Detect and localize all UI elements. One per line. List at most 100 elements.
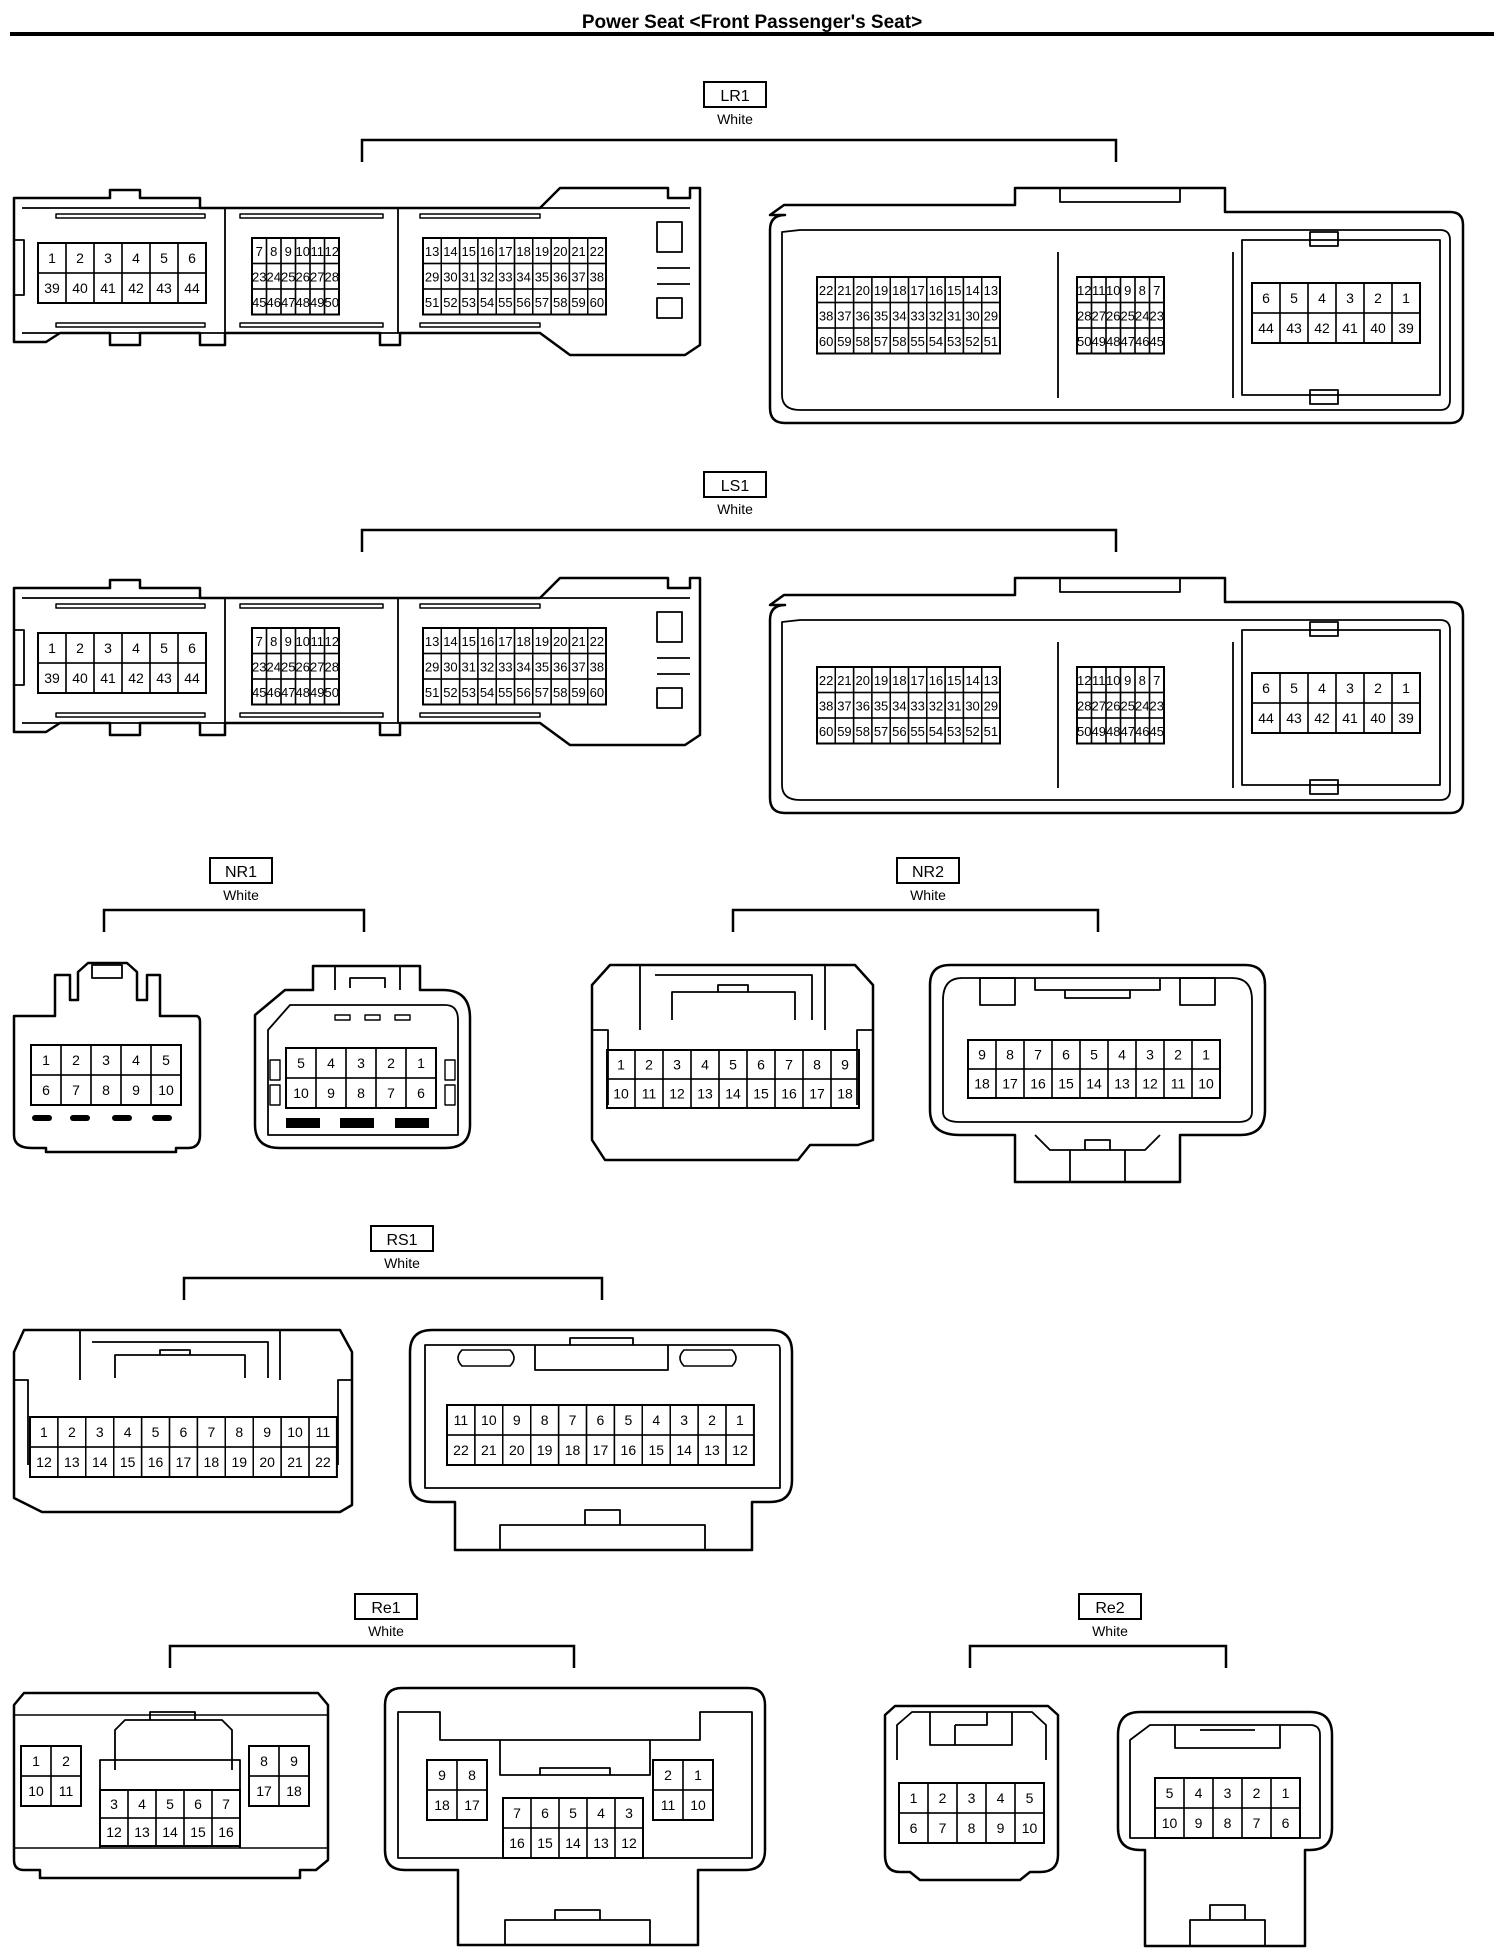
pin-number: 51 <box>425 295 439 310</box>
top-latch <box>896 1711 1047 1760</box>
pin-number: 32 <box>480 659 494 674</box>
connector-housing <box>12 1328 354 1514</box>
pin-number: 60 <box>590 685 604 700</box>
pin-number: 8 <box>260 1753 268 1769</box>
pin-number: 16 <box>480 634 494 649</box>
pin-number: 8 <box>270 634 277 649</box>
pin-number: 39 <box>44 670 60 686</box>
connector-color: White <box>1092 1623 1128 1639</box>
pin-number: 1 <box>1402 290 1410 306</box>
pin-number: 7 <box>72 1082 80 1098</box>
pin-cell <box>177 662 207 694</box>
pin-number: 48 <box>1106 724 1120 739</box>
pin-number: 46 <box>267 685 281 700</box>
connector-id: Re2 <box>1095 1600 1124 1617</box>
pin-number: 13 <box>697 1086 713 1102</box>
pin-number: 9 <box>1124 283 1131 298</box>
pin-number: 15 <box>947 283 961 298</box>
pin-number: 8 <box>468 1767 476 1783</box>
pin-number: 14 <box>443 244 457 259</box>
pin-number: 10 <box>287 1424 303 1440</box>
pin-number: 38 <box>819 698 833 713</box>
pin-number: 1 <box>32 1753 40 1769</box>
pin-number: 35 <box>874 308 888 323</box>
pin-number: 11 <box>316 1424 331 1440</box>
pin-number: 3 <box>1346 680 1354 696</box>
pin-number: 32 <box>480 269 494 284</box>
pin-number: 4 <box>138 1796 146 1812</box>
connector-id-box <box>370 1225 434 1252</box>
pin-number: 5 <box>152 1424 160 1440</box>
pin-number: 3 <box>357 1055 365 1071</box>
pin-number: 37 <box>837 698 851 713</box>
pin-number: 47 <box>1121 334 1135 349</box>
pin-number: 49 <box>1092 334 1106 349</box>
pin-number: 18 <box>516 244 530 259</box>
key-slot <box>70 1115 90 1121</box>
pin-number: 4 <box>124 1424 132 1440</box>
pin-number: 5 <box>160 640 168 656</box>
pin-number: 43 <box>1286 320 1302 336</box>
pin-number: 59 <box>837 724 851 739</box>
connector-id: LS1 <box>721 478 750 495</box>
pin-number: 28 <box>325 269 339 284</box>
pin-number: 9 <box>438 1767 446 1783</box>
pin-number: 10 <box>1198 1076 1214 1092</box>
pin-number: 8 <box>102 1082 110 1098</box>
connector-housing <box>590 963 875 1162</box>
housing-inner-line <box>942 977 1253 1123</box>
connector-housing <box>383 1686 767 1947</box>
pin-number: 19 <box>535 634 549 649</box>
pin-number: 11 <box>1171 1076 1186 1092</box>
pin-number: 6 <box>1282 1815 1290 1831</box>
pin-number: 19 <box>874 673 888 688</box>
pin-cell <box>830 1078 860 1109</box>
pin-number: 11 <box>311 634 325 649</box>
pin-number: 39 <box>1398 710 1414 726</box>
pin-number: 48 <box>296 685 310 700</box>
pin-number: 20 <box>856 673 870 688</box>
pin-number: 3 <box>96 1424 104 1440</box>
pin-number: 26 <box>1106 698 1120 713</box>
locking-lugs <box>1241 231 1441 405</box>
pin-number: 41 <box>100 670 116 686</box>
pin-number: 20 <box>509 1442 525 1458</box>
pin-number: 45 <box>1150 334 1164 349</box>
pin-number: 6 <box>188 640 196 656</box>
pin-number: 21 <box>481 1442 497 1458</box>
pin-number: 8 <box>968 1820 976 1836</box>
pin-number: 53 <box>947 334 961 349</box>
pin-number: 52 <box>443 295 457 310</box>
pin-number: 17 <box>910 673 924 688</box>
pin-number: 54 <box>480 295 494 310</box>
pin-number: 31 <box>947 308 961 323</box>
pin-number: 3 <box>625 1805 633 1821</box>
pin-number: 15 <box>537 1835 553 1851</box>
pin-number: 14 <box>565 1835 581 1851</box>
connector-bracket <box>360 138 1118 162</box>
section-divider <box>1057 252 1234 398</box>
connector-color: White <box>223 887 259 903</box>
pin-number: 41 <box>100 280 116 296</box>
pin-number: 7 <box>1153 283 1160 298</box>
pin-number: 22 <box>819 673 833 688</box>
pin-number: 21 <box>571 634 585 649</box>
connector-color: White <box>910 887 946 903</box>
pin-number: 55 <box>910 334 924 349</box>
pin-number: 1 <box>1282 1785 1290 1801</box>
pin-number: 12 <box>36 1454 52 1470</box>
pin-number: 47 <box>1121 724 1135 739</box>
pin-number: 11 <box>661 1797 676 1813</box>
pin-number: 16 <box>509 1835 525 1851</box>
pin-number: 16 <box>929 283 943 298</box>
connector-id: RS1 <box>386 1232 417 1249</box>
pin-number: 36 <box>553 659 567 674</box>
pin-number: 4 <box>652 1412 660 1428</box>
pin-number: 21 <box>837 673 851 688</box>
